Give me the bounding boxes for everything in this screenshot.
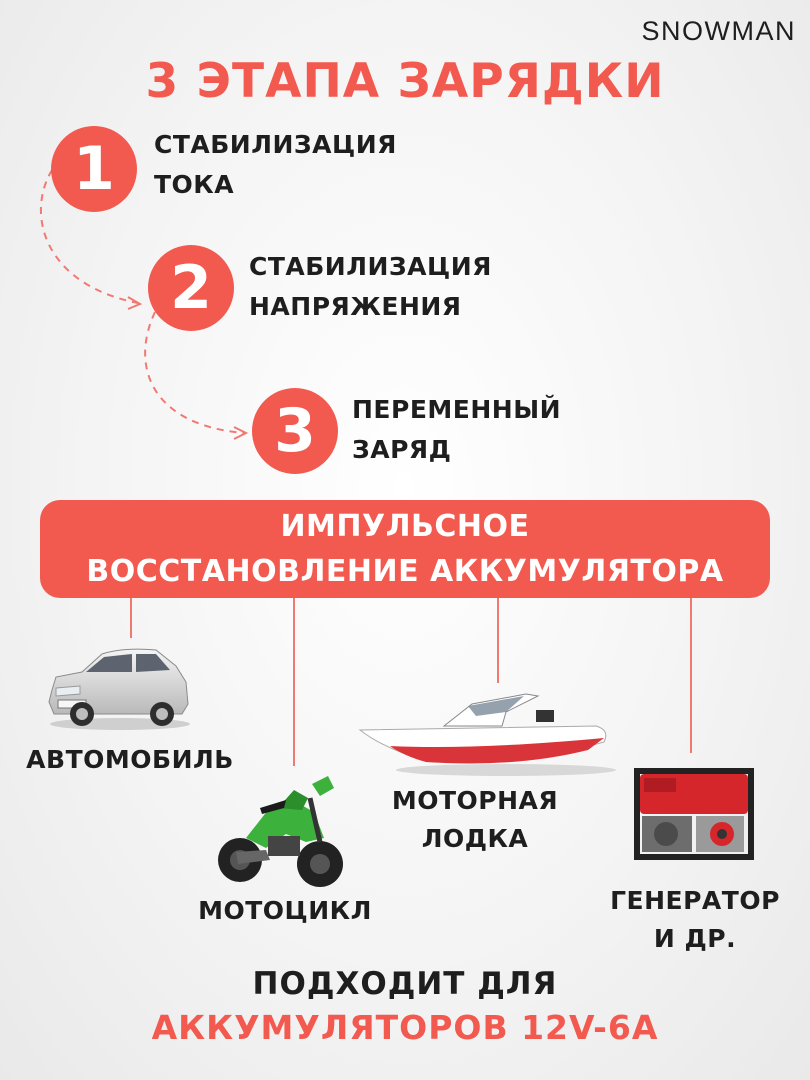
boat-label-line1: МОТОРНАЯ [391, 786, 559, 815]
motorcycle-image [218, 776, 343, 887]
car-label: АВТОМОБИЛЬ [26, 745, 234, 774]
connector-motorcycle [293, 598, 295, 766]
step-3-label: ПЕРЕМЕННЫЙ ЗАРЯД [352, 390, 561, 470]
step-1-line1: СТАБИЛИЗАЦИЯ [154, 130, 397, 159]
boat-label-line2: ЛОДКА [421, 824, 529, 853]
step-1-line2: ТОКА [154, 170, 235, 199]
connector-car [130, 598, 132, 638]
connector-generator [690, 598, 692, 753]
boat-label: МОТОРНАЯ ЛОДКА [370, 782, 580, 858]
brand-logo: SNOWMAN [641, 16, 796, 46]
step-2-line1: СТАБИЛИЗАЦИЯ [249, 252, 492, 281]
battery-spec-text: АККУМУЛЯТОРОВ 12V-6A [151, 1008, 659, 1047]
pulse-recovery-banner: ИМПУЛЬСНОЕ ВОССТАНОВЛЕНИЕ АККУМУЛЯТОРА [40, 500, 770, 598]
boat-image [358, 693, 616, 776]
generator-label-line1: ГЕНЕРАТОР [610, 886, 780, 915]
car-image [48, 648, 190, 730]
connector-boat [497, 598, 499, 683]
step-3-number: 3 [252, 388, 338, 474]
banner-line2: ВОССТАНОВЛЕНИЕ АККУМУЛЯТОРА [86, 554, 724, 589]
step-3-line2: ЗАРЯД [352, 435, 452, 464]
step-1-number: 1 [51, 126, 137, 212]
step-2-label: СТАБИЛИЗАЦИЯ НАПРЯЖЕНИЯ [249, 247, 492, 327]
banner-line1: ИМПУЛЬСНОЕ [280, 509, 530, 544]
generator-label: ГЕНЕРАТОР И ДР. [590, 882, 800, 958]
step-1-label: СТАБИЛИЗАЦИЯ ТОКА [154, 125, 397, 205]
page-title: 3 ЭТАПА ЗАРЯДКИ [145, 54, 665, 109]
generator-label-line2: И ДР. [653, 924, 737, 953]
step-3-line1: ПЕРЕМЕННЫЙ [352, 395, 562, 424]
step-2-line2: НАПРЯЖЕНИЯ [249, 292, 462, 321]
suitable-for-text: ПОДХОДИТ ДЛЯ [252, 966, 558, 1002]
generator-image [634, 768, 754, 860]
step-connectors [39, 169, 249, 440]
step-2-number: 2 [148, 245, 234, 331]
motorcycle-label: МОТОЦИКЛ [198, 896, 372, 925]
